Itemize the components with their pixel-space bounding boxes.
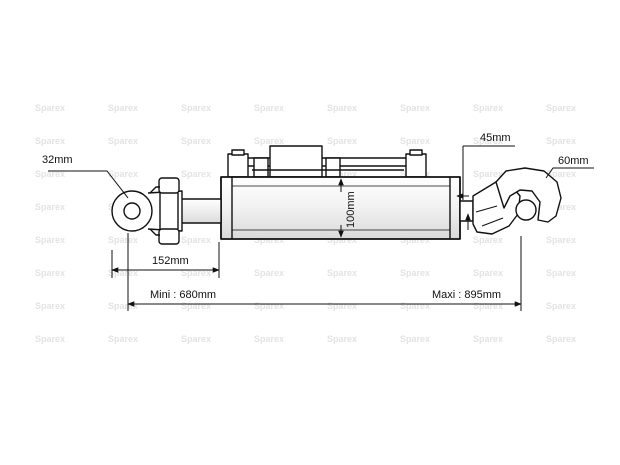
clevis-eye-end <box>111 177 183 245</box>
watermark-text: Sparex <box>473 301 503 311</box>
watermark-text: Sparex <box>254 301 284 311</box>
watermark-text: Sparex <box>108 103 138 113</box>
watermark-text: Sparex <box>35 136 65 146</box>
label-pin-diameter-left: 32mm <box>42 154 73 166</box>
watermark-text: Sparex <box>473 103 503 113</box>
watermark-text: Sparex <box>327 169 357 179</box>
watermark-text: Sparex <box>181 235 211 245</box>
label-cylinder-diameter: 100mm <box>345 191 357 228</box>
watermark-text: Sparex <box>546 235 576 245</box>
watermark-text: Sparex <box>108 268 138 278</box>
watermark-text: Sparex <box>254 235 284 245</box>
watermark-text: Sparex <box>35 202 65 212</box>
watermark-text: Sparex <box>108 301 138 311</box>
watermark-text: Sparex <box>546 169 576 179</box>
watermark-text: Sparex <box>108 136 138 146</box>
piston-rod <box>177 198 222 224</box>
watermark-text: Sparex <box>181 169 211 179</box>
watermark-text: Sparex <box>108 235 138 245</box>
watermark-text: Sparex <box>181 136 211 146</box>
watermark-text: Sparex <box>35 334 65 344</box>
watermark-text: Sparex <box>400 301 430 311</box>
label-hook-width: 45mm <box>480 132 511 144</box>
watermark-text: Sparex <box>254 136 284 146</box>
watermark-text: Sparex <box>181 103 211 113</box>
watermark-text: Sparex <box>327 235 357 245</box>
watermark-text: Sparex <box>473 235 503 245</box>
watermark-text: Sparex <box>35 268 65 278</box>
watermark-text: Sparex <box>546 103 576 113</box>
watermark-text: Sparex <box>181 268 211 278</box>
label-hook-diameter: 60mm <box>558 155 589 167</box>
watermark-text: Sparex <box>35 301 65 311</box>
watermark-text: Sparex <box>473 169 503 179</box>
watermark-text: Sparex <box>181 301 211 311</box>
watermark-text: Sparex <box>546 202 576 212</box>
watermark-text: Sparex <box>400 136 430 146</box>
label-length-max: Maxi : 895mm <box>432 289 501 301</box>
watermark-text: Sparex <box>35 169 65 179</box>
watermark-text: Sparex <box>35 235 65 245</box>
watermark-text: Sparex <box>254 334 284 344</box>
watermark-text: Sparex <box>327 136 357 146</box>
watermark-text: Sparex <box>400 103 430 113</box>
watermark-text: Sparex <box>546 334 576 344</box>
watermark-text: Sparex <box>546 136 576 146</box>
watermark-text: Sparex <box>35 103 65 113</box>
valve-block <box>227 145 427 178</box>
watermark-text: Sparex <box>400 334 430 344</box>
watermark-text: Sparex <box>108 334 138 344</box>
watermark-text: Sparex <box>254 268 284 278</box>
hook-end <box>459 167 562 235</box>
watermark-text: Sparex <box>327 301 357 311</box>
watermark-text: Sparex <box>327 103 357 113</box>
watermark-text: Sparex <box>108 169 138 179</box>
watermark-text: Sparex <box>473 268 503 278</box>
watermark-text: Sparex <box>546 301 576 311</box>
watermark-text: Sparex <box>400 268 430 278</box>
watermark-text: Sparex <box>327 334 357 344</box>
watermark-text: Sparex <box>546 268 576 278</box>
watermark-text: Sparex <box>254 169 284 179</box>
watermark-text: Sparex <box>473 334 503 344</box>
label-length-min: Mini : 680mm <box>150 289 216 301</box>
watermark-text: Sparex <box>254 103 284 113</box>
label-eye-length: 152mm <box>152 255 189 267</box>
watermark-text: Sparex <box>327 268 357 278</box>
watermark-text: Sparex <box>400 235 430 245</box>
watermark-text: Sparex <box>473 136 503 146</box>
watermark-text: Sparex <box>181 334 211 344</box>
